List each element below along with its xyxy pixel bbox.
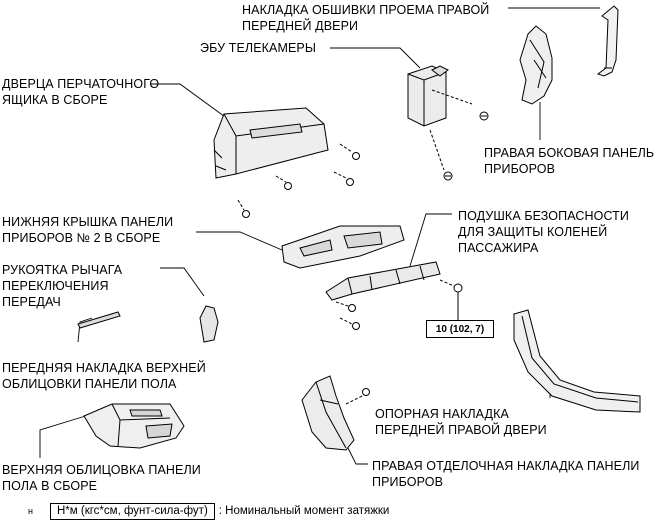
leader-floor-upper-panel bbox=[39, 413, 93, 458]
lower-cover-part bbox=[281, 225, 405, 269]
right-finish-panel-part bbox=[301, 375, 355, 451]
torque-spec-value: 10 (102, 7) bbox=[435, 323, 485, 335]
torque-spec-box: 10 (102, 7) bbox=[426, 320, 494, 338]
leader-floor-front-trim bbox=[77, 317, 93, 343]
knee-airbag-part bbox=[325, 261, 441, 301]
leader-finish-panel bbox=[347, 447, 368, 465]
glovebox-door-part bbox=[213, 107, 329, 179]
floor-upper-panel-part bbox=[83, 403, 185, 449]
torque-legend: н Н*м (кгс*см, фунт-сила-фут) : Номиналь… bbox=[28, 502, 389, 520]
floor-front-trim-part bbox=[77, 311, 121, 329]
torque-legend-description: : Номинальный момент затяжки bbox=[218, 505, 390, 517]
leader-shift-knob bbox=[160, 267, 205, 297]
door-opening-trim-part bbox=[596, 5, 619, 77]
torque-marker: н bbox=[28, 506, 33, 516]
ecu-bolt-2 bbox=[443, 171, 453, 181]
glovebox-screws bbox=[237, 143, 360, 218]
airbag-bolts bbox=[335, 279, 463, 330]
ecu-bolt-1 bbox=[479, 111, 489, 121]
door-scuff-part bbox=[513, 309, 641, 413]
leader-glovebox bbox=[150, 83, 233, 123]
right-side-panel-part bbox=[519, 25, 553, 105]
leader-lower-cover bbox=[196, 231, 283, 251]
label-camera-ecu: ЭБУ ТЕЛЕКАМЕРЫ bbox=[200, 41, 316, 55]
finish-panel-screw bbox=[345, 388, 370, 405]
leader-camera-ecu bbox=[330, 47, 421, 69]
shift-knob-part bbox=[199, 305, 219, 343]
camera-ecu-part bbox=[407, 65, 473, 171]
leader-knee-airbag bbox=[409, 213, 452, 267]
torque-unit-box: Н*м (кгс*см, фунт-сила-фут) bbox=[50, 502, 215, 520]
